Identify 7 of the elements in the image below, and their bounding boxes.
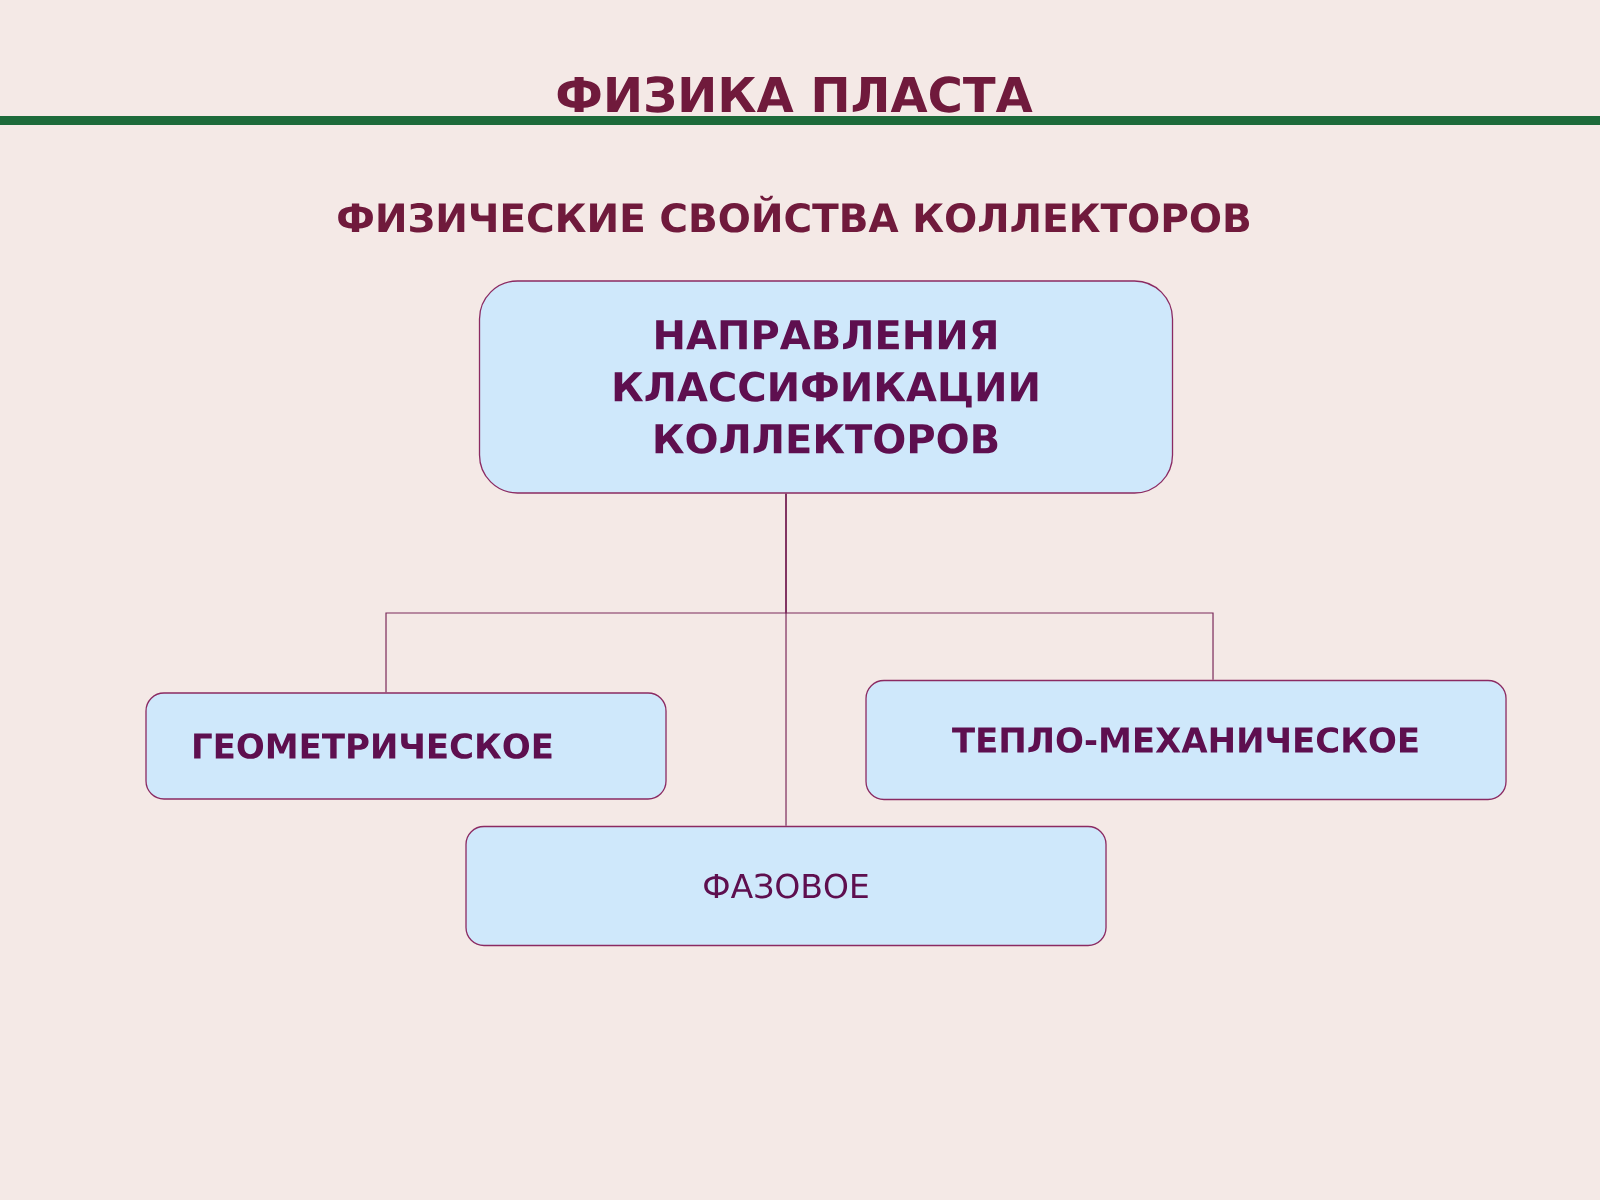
heading-box: НАПРАВЛЕНИЯ КЛАССИФИКАЦИИ КОЛЛЕКТОРОВ <box>478 280 1174 494</box>
category-box: ТЕПЛО-МЕХАНИЧЕСКОЕ <box>865 679 1507 801</box>
subtitle: ФИЗИЧЕСКИЕ СВОЙСТВА КОЛЛЕКТОРОВ <box>338 195 1249 233</box>
connector-line <box>785 493 787 827</box>
category-box: ГЕОМЕТРИЧЕСКОЕ <box>145 692 667 800</box>
title: ФИЗИКА ПЛАСТА <box>557 76 1033 113</box>
category-box: ФАЗОВОЕ <box>465 825 1107 947</box>
